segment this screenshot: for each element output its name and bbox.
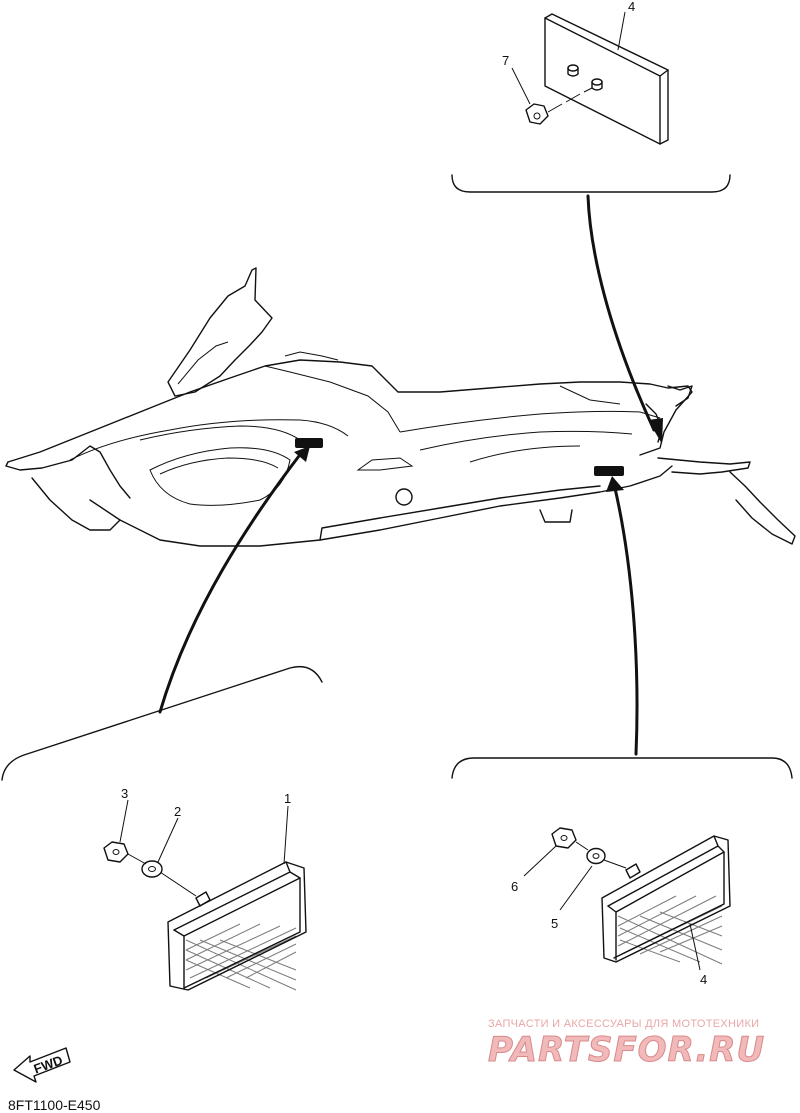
detail-left-frame — [1, 665, 323, 781]
reflector-top — [544, 13, 669, 145]
windshield — [167, 267, 273, 397]
fwd-arrow-icon: FWD — [13, 1047, 71, 1083]
diagram-code: 8FT1100-E450 — [8, 1097, 101, 1113]
arrow-top-to-rear — [586, 194, 656, 432]
callout-3: 3 — [121, 786, 128, 801]
watermark-tagline: ЗАПЧАСТИ И АКСЕССУАРЫ ДЛЯ МОТОТЕХНИКИ — [488, 1018, 760, 1030]
front-nose — [5, 445, 131, 499]
arrow-front-to-left — [158, 450, 304, 714]
callout-6: 6 — [511, 879, 518, 894]
washer-2-icon — [141, 860, 163, 878]
watermark-logo: PARTSFOR.RU — [488, 1030, 766, 1071]
reflector-4-crosshatch — [617, 895, 723, 965]
front-reflector-marker — [295, 438, 323, 448]
detail-top-frame — [451, 174, 731, 193]
callout-7: 7 — [502, 53, 509, 68]
callout-4-top: 4 — [628, 0, 635, 14]
detail-left: 3 2 1 — [1, 665, 323, 991]
callout-2: 2 — [174, 804, 181, 819]
detail-top: 4 7 — [451, 0, 731, 193]
hood — [7, 359, 693, 463]
connector-arrows — [158, 194, 663, 756]
callout-4-right: 4 — [700, 972, 707, 987]
rear-reflector-marker — [594, 466, 624, 476]
mount-hole — [395, 488, 413, 506]
reflector-1 — [167, 861, 307, 991]
detail-right: 6 5 4 — [451, 757, 793, 987]
callout-1: 1 — [284, 791, 291, 806]
callout-5: 5 — [551, 916, 558, 931]
reflector-1-crosshatch — [185, 923, 297, 991]
nut-7-icon — [525, 103, 549, 125]
nut-3-icon — [103, 841, 129, 863]
lower-chassis — [89, 465, 673, 547]
nut-6-icon — [551, 827, 577, 849]
detail-right-frame — [451, 757, 793, 779]
washer-5-icon — [586, 847, 606, 865]
snowmobile-body — [5, 267, 796, 547]
arrow-rear-to-right — [612, 482, 639, 756]
fwd-label: FWD — [32, 1052, 65, 1076]
rear-bumper — [657, 457, 751, 475]
